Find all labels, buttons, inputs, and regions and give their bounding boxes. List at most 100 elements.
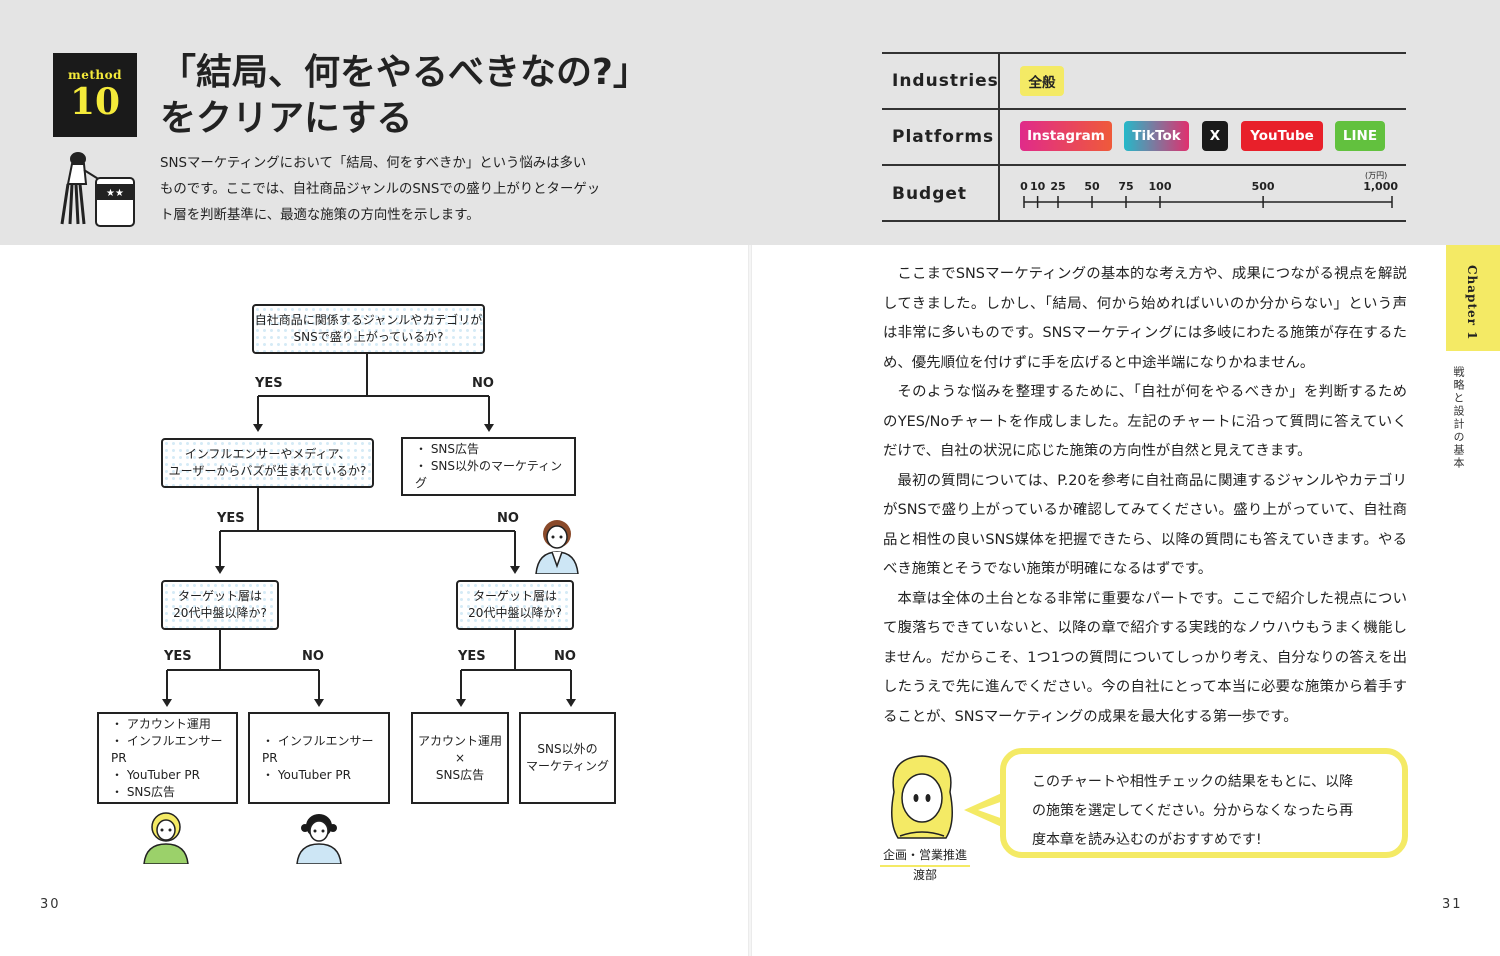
question-box-1: 自社商品に関係するジャンルやカテゴリが SNSで盛り上がっているか? [252,304,485,354]
budget-tick-label: 1,000 [1363,180,1398,193]
answer-box-3: アカウント運用 × SNS広告 [411,712,509,804]
answer-text: ・ SNS以外のマーケティング [415,459,563,490]
body-paragraph: 本章は全体の土台となる非常に重要なパートです。ここで紹介した視点について腹落ちで… [883,590,1407,725]
budget-tick-label: 100 [1149,180,1172,193]
body-text: ここまでSNSマーケティングの基本的な考え方や、成果につながる視点を解説してきま… [883,260,1407,732]
question-box-4: ターゲット層は 20代中盤以降か? [456,580,574,630]
divider [998,54,1000,108]
flowchart-connectors [162,354,576,707]
divider [998,166,1000,222]
budget-unit: (万円) [1365,171,1388,180]
speaker-name: 渡部 [912,868,937,882]
lead-line: ト層を判断基準に、最適な施策の方向性を示します。 [160,208,480,223]
right-page: Industries 全般 Platforms Instagram TikTok… [750,0,1500,956]
answer-text: マーケティング [525,759,610,773]
no-label: NO [302,649,324,664]
answer-text: ・ YouTuber PR [262,767,351,782]
yes-label: YES [217,511,245,526]
yes-label: YES [255,376,283,391]
body-paragraph: そのような悩みを整理するために、「自社が何をやるべきか」を判断するためのYES/… [883,384,1407,459]
title-line-1: 「結局、何をやるべきなの?」 [160,52,649,93]
budget-label: Budget [892,184,968,204]
answer-box-sns-ads: ・ SNS広告 ・ SNS以外のマーケティング [401,437,576,496]
industries-label: Industries [892,71,999,91]
question-text: ターゲット層は [472,589,557,603]
speaker-role: 企画・営業推進 [880,846,970,867]
method-badge: method 10 [53,53,137,137]
budget-tick-label: 500 [1252,180,1275,193]
answer-text: ・ SNS広告 [111,784,176,799]
method-word: method [68,68,122,82]
woman-green-top-illustration [143,812,189,864]
woman-blue-top-illustration [296,814,342,864]
answer-text: アカウント運用 [417,733,502,748]
bubble-line: このチャートや相性チェックの結果をもとに、以降 [1032,774,1354,790]
speech-bubble: このチャートや相性チェックの結果をもとに、以降 の施策を選定してください。分から… [1000,748,1408,858]
page-number-left: 30 [40,897,61,912]
platforms-row: Platforms Instagram TikTok X YouTube LIN… [882,108,1406,164]
question-text: 自社商品に関係するジャンルやカテゴリが [254,313,483,327]
no-label: NO [497,511,519,526]
answer-box-4: SNS以外の マーケティング [519,712,616,804]
yes-label: YES [458,649,486,664]
lead-line: SNSマーケティングにおいて「結局、何をすべきか」という悩みは多い [160,156,587,171]
no-label: NO [472,376,494,391]
book-gutter [748,0,752,956]
divider [998,110,1000,164]
youtube-tag: YouTube [1241,121,1323,151]
question-text: 20代中盤以降か? [173,606,267,620]
answer-text: ・ SNS広告 [415,442,480,456]
budget-tick-label: 0 [1020,180,1028,193]
answer-text: ・ インフルエンサーPR [111,733,223,765]
answer-text: × [454,750,466,765]
bubble-tail [964,792,1006,828]
question-text: インフルエンサーやメディア、 [184,447,351,461]
budget-tick-label: 75 [1118,180,1133,193]
question-text: SNSで盛り上がっているか? [293,330,444,344]
platforms-label: Platforms [892,127,995,147]
person-barrel-illustration: ★★ [60,152,135,227]
answer-box-1: ・ アカウント運用 ・ インフルエンサーPR ・ YouTuber PR ・ S… [97,712,238,804]
title-line-2: をクリアにする [160,98,413,139]
instagram-tag: Instagram [1020,121,1112,151]
left-page: method 10 「結局、何をやるべきなの?」 をクリアにする ★★ SNSマ… [0,0,750,912]
lead-paragraph: SNSマーケティングにおいて「結局、何をすべきか」という悩みは多い ものです。こ… [160,151,630,229]
body-paragraph: ここまでSNSマーケティングの基本的な考え方や、成果につながる視点を解説してきま… [883,266,1407,371]
no-label: NO [554,649,576,664]
chapter-tab: Chapter 1 [1446,245,1500,351]
answer-text: ・ YouTuber PR [111,767,200,782]
question-text: ユーザーからバズが生まれているか? [168,464,367,478]
answer-text: SNS広告 [435,767,485,782]
svg-text:★★: ★★ [106,188,124,199]
x-tag: X [1202,121,1228,151]
industries-tag: 全般 [1020,66,1064,96]
page-number-right: 31 [1442,897,1463,912]
industries-row: Industries 全般 [882,52,1406,108]
page-title: 「結局、何をやるべきなの?」 をクリアにする [160,50,649,142]
method-number: 10 [69,81,121,123]
woman-brown-hair-illustration [535,520,579,574]
question-text: 20代中盤以降か? [468,606,562,620]
speaker-illustration [891,755,953,839]
answer-box-2: ・ インフルエンサーPR ・ YouTuber PR [248,712,390,804]
chapter-subtitle: 戦略と設計の基本 [1452,366,1465,470]
yes-label: YES [164,649,192,664]
budget-tick-label: 50 [1084,180,1100,193]
bubble-line: の施策を選定してください。分からなくなったら再 [1032,803,1354,819]
budget-tick-label: 25 [1050,180,1065,193]
bubble-line: 度本章を読み込むのがおすすめです! [1032,832,1262,848]
answer-text: ・ アカウント運用 [111,716,211,731]
lead-line: ものです。ここでは、自社商品ジャンルのSNSでの盛り上がりとターゲッ [160,182,601,197]
question-text: ターゲット層は [177,589,262,603]
body-paragraph: 最初の質問については、P.20を参考に自社商品に関連するジャンルやカテゴリがSN… [883,472,1407,578]
answer-text: ・ インフルエンサーPR [262,733,374,765]
answer-text: SNS以外の [537,742,598,756]
budget-tick-label: 10 [1030,180,1046,193]
question-box-2: インフルエンサーやメディア、 ユーザーからバズが生まれているか? [161,438,374,488]
line-tag: LINE [1335,121,1385,151]
tiktok-tag: TikTok [1124,121,1189,151]
chapter-tab-label: Chapter 1 [1465,265,1479,341]
question-box-3: ターゲット層は 20代中盤以降か? [161,580,279,630]
